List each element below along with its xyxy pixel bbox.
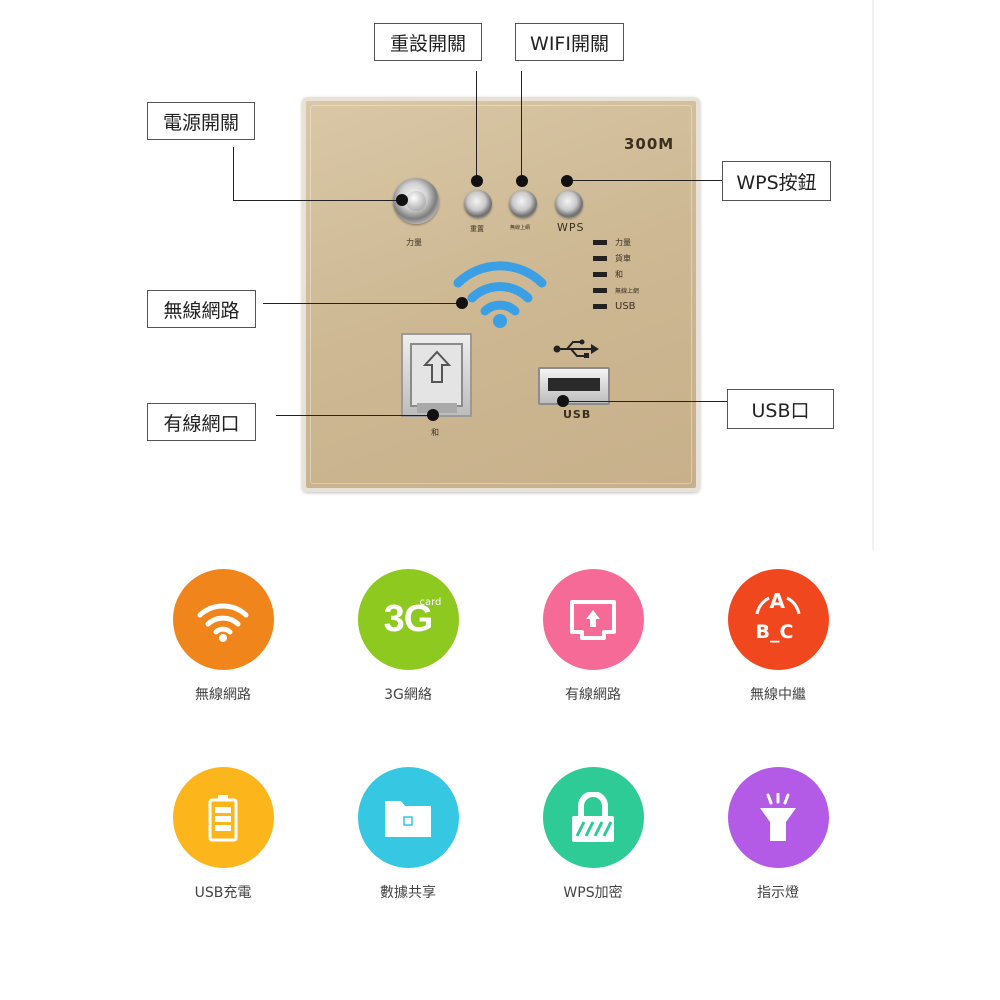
feature-usb-charging: USB充電 [153,767,293,902]
leader-line [263,303,462,304]
arrow-up-icon [423,350,451,383]
leader-dot [557,395,569,407]
model-label: 300M [624,135,675,153]
led-indicator: 無線上網 [593,284,639,296]
feature-wireless-repeater: A B_C 無線中繼 [708,569,848,704]
3g-text: 3G [383,598,434,640]
wifi-button [509,190,537,218]
feature-label: 無線網路 [195,687,251,703]
feature-label: WPS加密 [563,885,623,901]
leader-line [276,415,432,416]
led-indicator: 貨車 [593,252,631,264]
wall-socket-panel [302,97,700,492]
leader-dot [471,175,483,187]
leader-dot [396,194,408,206]
led-label: USB [615,300,636,312]
callout-wifi-switch: WIFI開關 [515,23,624,61]
feature-data-sharing: 數據共享 [338,767,478,902]
leader-line [563,401,727,402]
reset-button [464,190,492,218]
wifi-button-label: 無線上網 [510,225,531,231]
feature-label: 指示燈 [757,885,799,901]
usb-symbol-icon [553,339,599,358]
panel-glass-edge [310,105,692,484]
feature-wireless-network: 無線網路 [153,569,293,704]
feature-indicator-light: 指示燈 [708,767,848,902]
led-label: 貨車 [615,253,631,263]
ethernet-port-label: 和 [431,428,439,437]
leader-line [567,180,722,181]
callout-wired-port: 有線網口 [147,403,256,441]
led-indicator: USB [593,300,636,312]
led-label: 和 [615,269,623,279]
ethernet-port-icon [542,569,644,670]
feature-wps-encryption: WPS加密 [523,767,663,902]
folder-icon [357,767,459,868]
repeater-bc-text: B_C [755,621,794,643]
leader-line [476,71,477,181]
wifi-signal-icon [453,261,547,328]
flashlight-icon [727,767,829,868]
led-label: 力量 [615,237,631,247]
wps-button-label: WPS [557,221,585,234]
leader-dot [456,297,468,309]
feature-3g-network: 3G card 3G網絡 [338,569,478,704]
callout-wps-button: WPS按鈕 [722,161,831,201]
power-button-label: 力量 [406,238,422,247]
repeater-a-text: A [769,589,785,613]
wifi-icon [172,569,274,670]
feature-label: 無線中繼 [750,687,806,703]
repeater-abc-icon: A B_C [727,569,829,670]
feature-label: 數據共享 [380,885,436,901]
callout-wireless-network: 無線網路 [147,290,256,328]
reset-button-label: 重置 [470,225,484,233]
3g-card-icon: 3G card [357,569,459,670]
lock-icon [542,767,644,868]
usb-port [538,367,610,405]
callout-power-switch: 電源開關 [147,102,255,140]
feature-label: 3G網絡 [384,687,432,703]
leader-line [521,71,522,181]
divider-line [872,0,874,550]
callout-reset-switch: 重設開關 [374,23,482,61]
led-indicator: 力量 [593,236,631,248]
feature-label: 有線網路 [565,687,621,703]
usb-port-label: USB [563,408,592,421]
led-label: 無線上網 [615,287,640,295]
wps-button [555,190,583,218]
callout-usb-port: USB口 [727,389,834,429]
leader-dot [516,175,528,187]
leader-dot [427,409,439,421]
leader-dot [561,175,573,187]
leader-line [233,200,403,201]
feature-wired-network: 有線網路 [523,569,663,704]
feature-label: USB充電 [194,885,252,901]
ethernet-port [401,333,472,417]
card-text: card [419,597,442,608]
led-indicator: 和 [593,268,623,280]
leader-line [233,147,234,201]
battery-icon [172,767,274,868]
